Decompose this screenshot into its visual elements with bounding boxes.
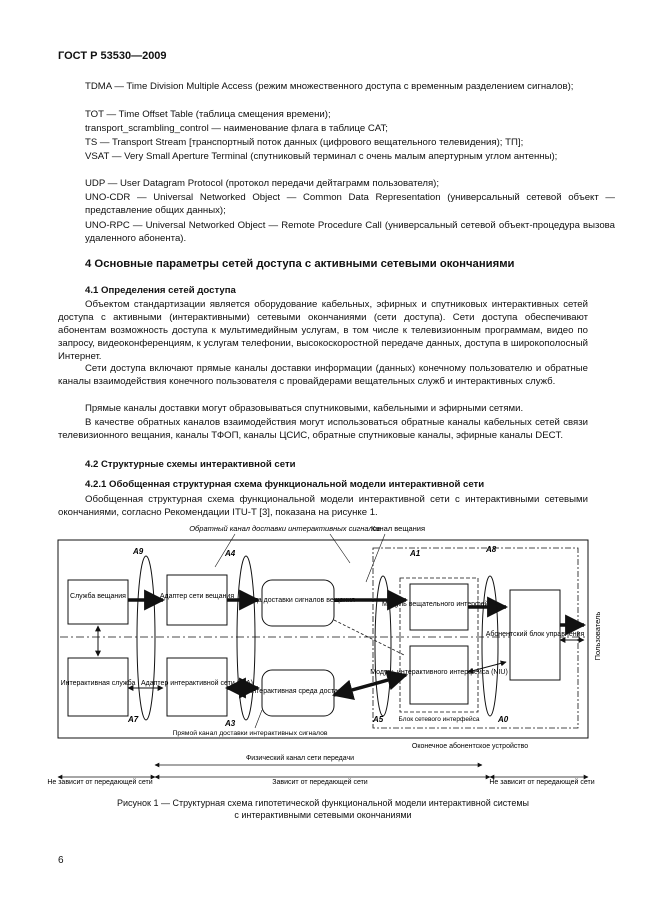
section-4-1-para-1: Объектом стандартизации является оборудо… [58, 299, 588, 362]
svg-text:Блок сетевого интерфейса: Блок сетевого интерфейса [399, 715, 480, 723]
svg-text:A7: A7 [127, 715, 139, 724]
section-4-1-para-4: В качестве обратных каналов взаимодейств… [58, 417, 588, 441]
label-not-depend-left: Не зависит от передающей сети [47, 778, 152, 786]
abbr-tsc: transport_scrambling_control — наименова… [85, 123, 388, 134]
svg-text:A8: A8 [485, 545, 497, 554]
document-header: ГОСТ Р 53530—2009 [58, 50, 167, 62]
iface-ellipse-A4 [236, 555, 256, 721]
section-4-title: 4 Основные параметры сетей доступа с акт… [85, 258, 515, 270]
svg-text:A9: A9 [132, 547, 144, 556]
section-4-2-title: 4.2 Структурные схемы интерактивной сети [85, 459, 296, 470]
svg-text:Адаптер интерактивной сети (IN: Адаптер интерактивной сети (INA) [141, 679, 253, 687]
figure-frame [57, 539, 589, 739]
label-physical-channel: Физический канал сети передачи [246, 754, 354, 762]
svg-text:Модуль вещательного интерфейса: Модуль вещательного интерфейса [382, 600, 496, 608]
block-interactive-service [67, 657, 129, 717]
terminal-frame [372, 547, 579, 729]
svg-text:Абонентский блок управления: Абонентский блок управления [486, 630, 585, 638]
block-broadcast-service [67, 579, 129, 625]
block-niu [409, 645, 469, 705]
block-delivery-media [261, 579, 335, 627]
abbr-ts: TS — Transport Stream [транспортный пото… [85, 137, 524, 148]
svg-text:A4: A4 [224, 549, 236, 558]
figure-caption: Рисунок 1 — Структурная схема гипотетиче… [58, 797, 588, 821]
block-network-interface [399, 577, 479, 713]
section-4-1-para-2: Сети доступа включают прямые каналы дост… [58, 363, 588, 387]
svg-text:Модуль интерактивного интерфей: Модуль интерактивного интерфейса (NIU) [370, 668, 508, 676]
label-return-channel: Обратный канал доставки интерактивных си… [189, 524, 381, 533]
iface-ellipse-A1 [374, 575, 392, 717]
abbr-vsat: VSAT — Very Small Aperture Terminal (спу… [85, 151, 558, 162]
label-direct-channel-1: Прямой канал доставки интерактивных сигн… [173, 729, 328, 737]
iface-ellipse-A9 [136, 555, 156, 721]
section-4-2-1-para: Обобщенная структурная схема функциональ… [58, 494, 588, 518]
svg-text:Служба вещания: Служба вещания [70, 592, 126, 600]
block-subscriber-unit [509, 589, 561, 681]
svg-text:Среда доставки сигналов вещани: Среда доставки сигналов вещания [241, 597, 355, 604]
svg-text:A1: A1 [409, 549, 421, 558]
label-terminal: Оконечное абонентское устройство [412, 742, 528, 750]
abbr-udp: UDP — User Datagram Protocol (протокол п… [85, 178, 440, 189]
abbr-uno-rpc: UNO-RPC — Universal Networked Object — R… [85, 220, 615, 244]
iface-ellipse-A8 [481, 575, 499, 717]
svg-text:A5: A5 [372, 715, 384, 724]
abbr-tdma: TDMA — Time Division Multiple Access (ре… [85, 81, 574, 92]
label-broadcast-channel: Канал вещания [371, 524, 425, 533]
block-broadcast-module [409, 583, 469, 631]
block-broadcast-adapter [166, 574, 228, 626]
label-depends: Зависит от передающей сети [272, 778, 368, 786]
svg-text:Интерактивная служба: Интерактивная служба [61, 679, 136, 687]
page-number: 6 [58, 855, 64, 866]
abbr-uno-cdr: UNO-CDR — Universal Networked Object — C… [85, 192, 615, 216]
figure-caption-line-1: Рисунок 1 — Структурная схема гипотетиче… [117, 798, 529, 808]
figure-caption-line-2: с интерактивными сетевыми окончаниями [234, 810, 412, 820]
svg-text:Интерактивная среда доставки: Интерактивная среда доставки [247, 688, 349, 695]
svg-text:Адаптер сети вещания: Адаптер сети вещания [160, 593, 234, 600]
label-user: Пользователь [593, 612, 602, 661]
svg-text:A3: A3 [224, 719, 236, 728]
svg-text:A0: A0 [497, 715, 509, 724]
section-4-1-title: 4.1 Определения сетей доступа [85, 285, 236, 296]
section-4-1-para-3: Прямые каналы доставки могут образовыват… [85, 403, 524, 414]
label-not-depend-right: Не зависит от передающей сети [489, 778, 594, 786]
abbr-tot: TOT — Time Offset Table (таблица смещени… [85, 109, 331, 120]
block-ina [166, 657, 228, 717]
section-4-2-1-title: 4.2.1 Обобщенная структурная схема функц… [85, 479, 485, 490]
